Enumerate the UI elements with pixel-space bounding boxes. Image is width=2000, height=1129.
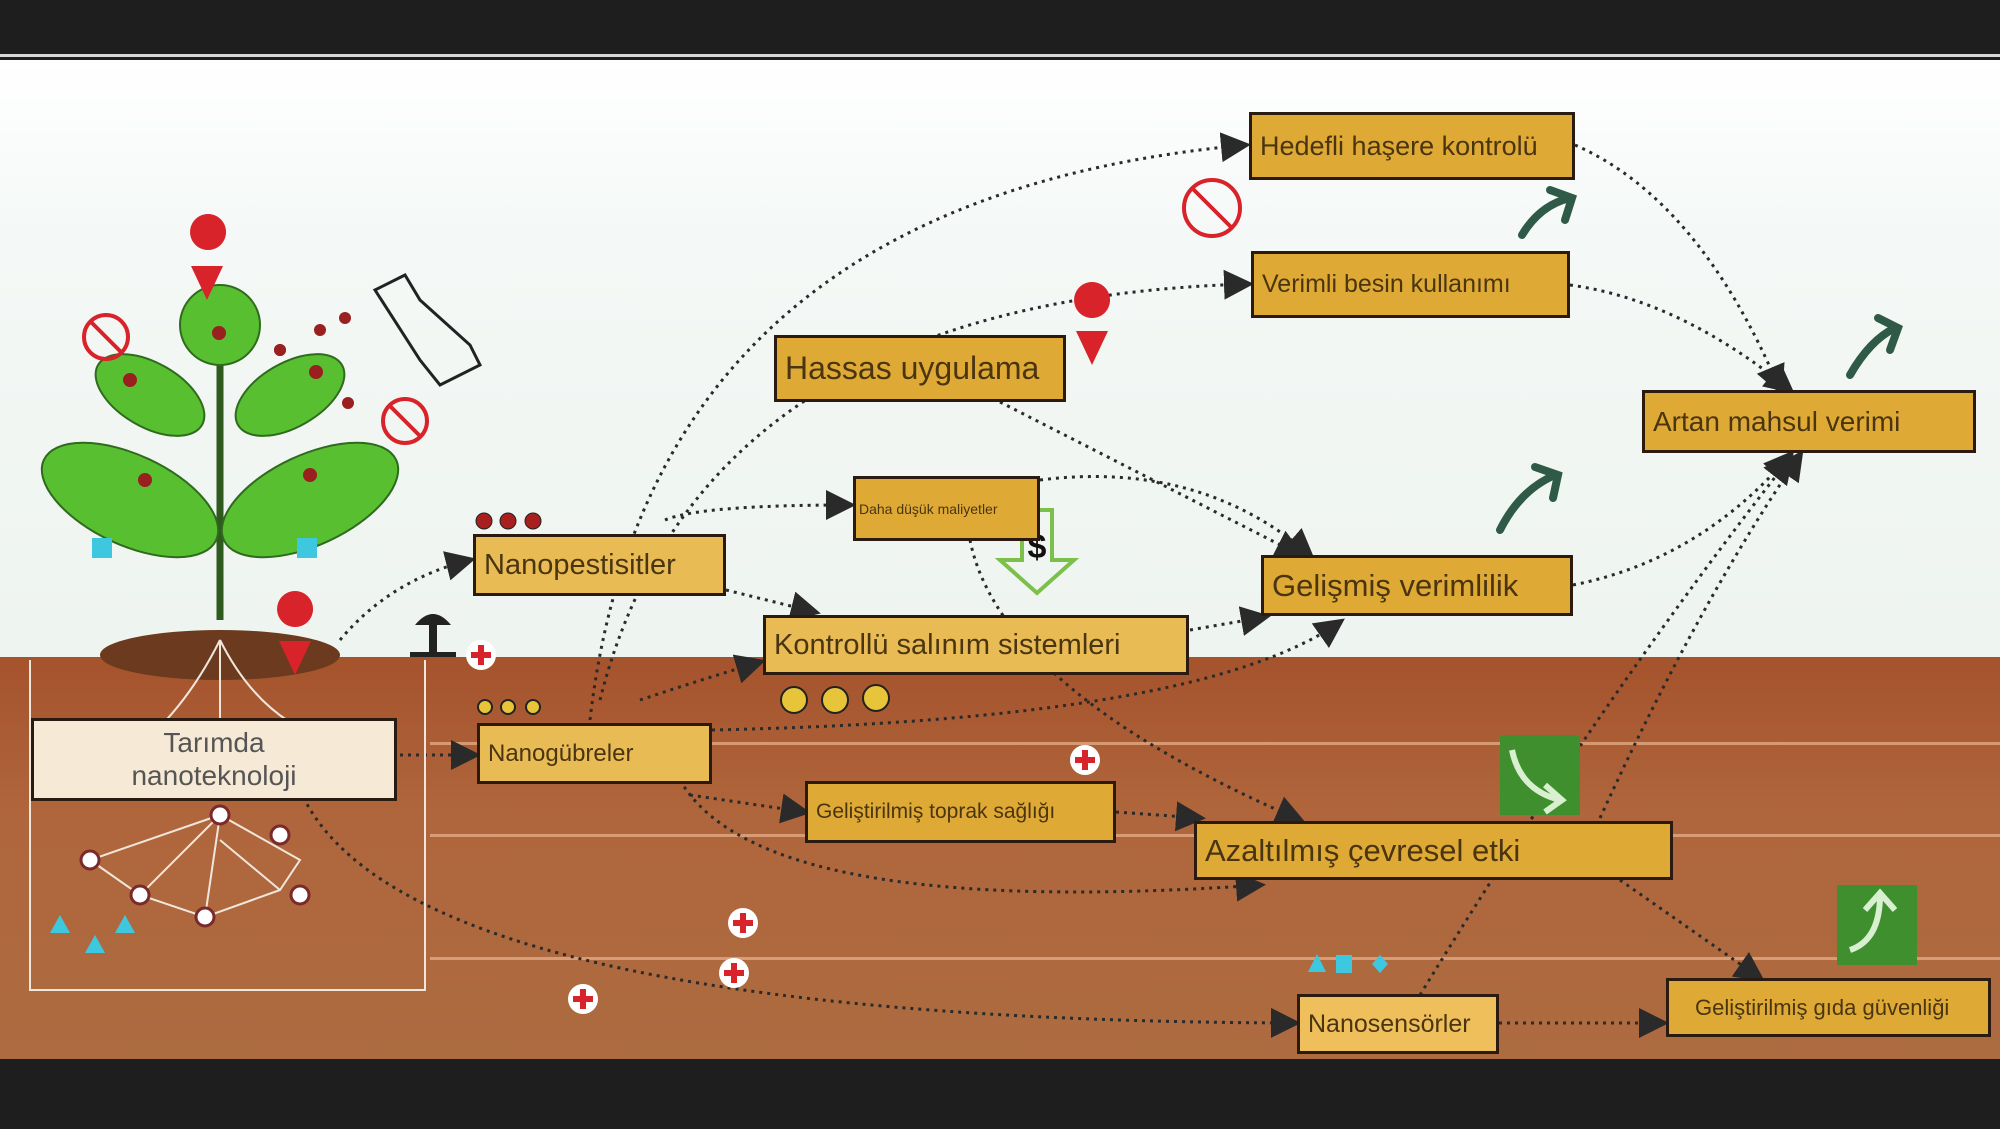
edge bbox=[1039, 475, 1315, 559]
edge bbox=[725, 588, 821, 621]
node-improved-soil-health: Geliştirilmiş toprak sağlığı bbox=[805, 781, 1116, 843]
edge bbox=[1569, 283, 1795, 394]
spray-bottle-icon bbox=[372, 273, 483, 387]
node-nanopesticides: Nanopestisitler bbox=[473, 534, 726, 596]
soil-stripe bbox=[430, 742, 2000, 745]
node-efficient-nutrient-use: Verimli besin kullanımı bbox=[1251, 251, 1570, 318]
node-root: Tarımda nanoteknoloji bbox=[31, 718, 397, 801]
edge bbox=[1598, 450, 1804, 819]
location-pin-icon bbox=[190, 214, 1111, 675]
edge bbox=[1572, 450, 1794, 587]
bottom-bar bbox=[0, 1059, 2000, 1129]
edge bbox=[664, 490, 856, 522]
node-nanofertilizers: Nanogübreler bbox=[477, 723, 712, 784]
edge bbox=[298, 789, 1301, 1038]
node-improved-efficiency: Gelişmiş verimlilik bbox=[1261, 555, 1573, 616]
node-precision-application: Hassas uygulama bbox=[774, 335, 1066, 402]
edge bbox=[1574, 143, 1785, 396]
node-lower-costs: Daha düşük maliyetler bbox=[853, 476, 1040, 541]
edge bbox=[999, 400, 1306, 558]
edge bbox=[1189, 606, 1271, 636]
plant-illustration bbox=[29, 284, 426, 991]
soil-stripe bbox=[430, 957, 2000, 960]
first-aid-cross-icon bbox=[466, 640, 1100, 1014]
edge bbox=[639, 654, 766, 702]
edge bbox=[1619, 878, 1765, 982]
trend-up-arrow-icon bbox=[1500, 735, 1917, 965]
node-reduced-environmental-impact: Azaltılmış çevresel etki bbox=[1194, 821, 1673, 880]
node-increased-yield: Artan mahsul verimi bbox=[1642, 390, 1976, 453]
sensor-shapes-icon bbox=[1308, 954, 1388, 973]
edge bbox=[711, 618, 1345, 732]
node-targeted-pest-control: Hedefli haşere kontrolü bbox=[1249, 112, 1575, 180]
top-bar bbox=[0, 0, 2000, 57]
node-controlled-release: Kontrollü salınım sistemleri bbox=[763, 615, 1189, 675]
edge bbox=[689, 793, 811, 824]
node-improved-food-safety: Geliştirilmiş gıda güvenliği bbox=[1666, 978, 1991, 1037]
edge bbox=[338, 551, 476, 641]
trend-up-arrow-icon bbox=[1496, 186, 1903, 534]
edge bbox=[1115, 801, 1206, 832]
no-mosquito-icon bbox=[82, 178, 1242, 445]
edge bbox=[1418, 453, 1794, 996]
mushroom-icon bbox=[410, 614, 456, 657]
node-nanosensors: Nanosensörler bbox=[1297, 994, 1499, 1054]
edge bbox=[968, 539, 1306, 825]
